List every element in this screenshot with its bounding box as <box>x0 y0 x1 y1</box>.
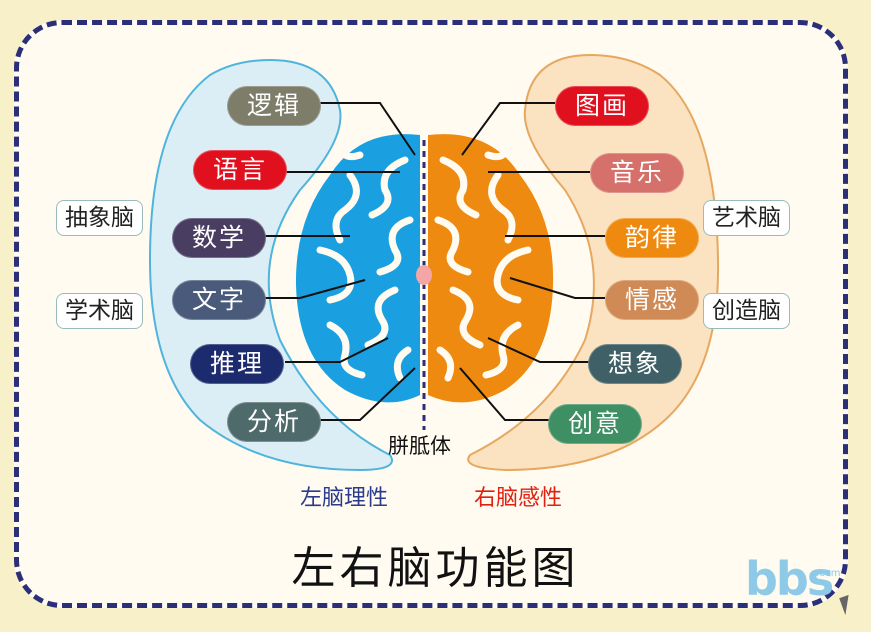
left-function-3: 文字 <box>172 280 266 320</box>
left-side-label-0: 抽象脑 <box>56 200 143 236</box>
leader-line-11 <box>459 367 550 421</box>
left-function-1: 语言 <box>193 150 287 190</box>
right-side-label-1: 创造脑 <box>703 293 790 329</box>
leader-line-9 <box>509 277 605 299</box>
page-title: 左右脑功能图 <box>291 543 580 594</box>
watermark-small-text: .com <box>816 568 841 579</box>
left-function-4: 推理 <box>190 344 284 384</box>
right-side-label-0: 艺术脑 <box>703 200 790 236</box>
corpus-dot <box>416 265 432 285</box>
left-function-2: 数学 <box>172 218 266 258</box>
leader-line-4 <box>285 337 389 363</box>
right-function-5: 创意 <box>548 404 642 444</box>
left-side-label-1: 学术脑 <box>56 293 143 329</box>
left-function-5: 分析 <box>227 402 321 442</box>
right-function-3: 情感 <box>605 280 699 320</box>
leader-line-5 <box>320 367 416 421</box>
watermark-text: bbs <box>745 552 834 606</box>
right-function-2: 韵律 <box>605 218 699 258</box>
right-function-1: 音乐 <box>590 153 684 193</box>
left-hemisphere <box>295 134 420 403</box>
left-function-0: 逻辑 <box>227 86 321 126</box>
leader-line-6 <box>461 102 555 156</box>
leader-line-10 <box>487 337 590 363</box>
right-hemisphere <box>428 134 554 403</box>
corpus-callosum-label: 胼胝体 <box>388 434 451 458</box>
left-caption: 左脑理性 <box>300 486 389 511</box>
leader-line-0 <box>320 102 416 156</box>
right-caption: 右脑感性 <box>474 486 563 511</box>
right-function-4: 想象 <box>588 344 682 384</box>
right-function-0: 图画 <box>555 86 649 126</box>
leader-line-3 <box>265 279 366 299</box>
watermark-logo: bbs <box>745 556 834 602</box>
